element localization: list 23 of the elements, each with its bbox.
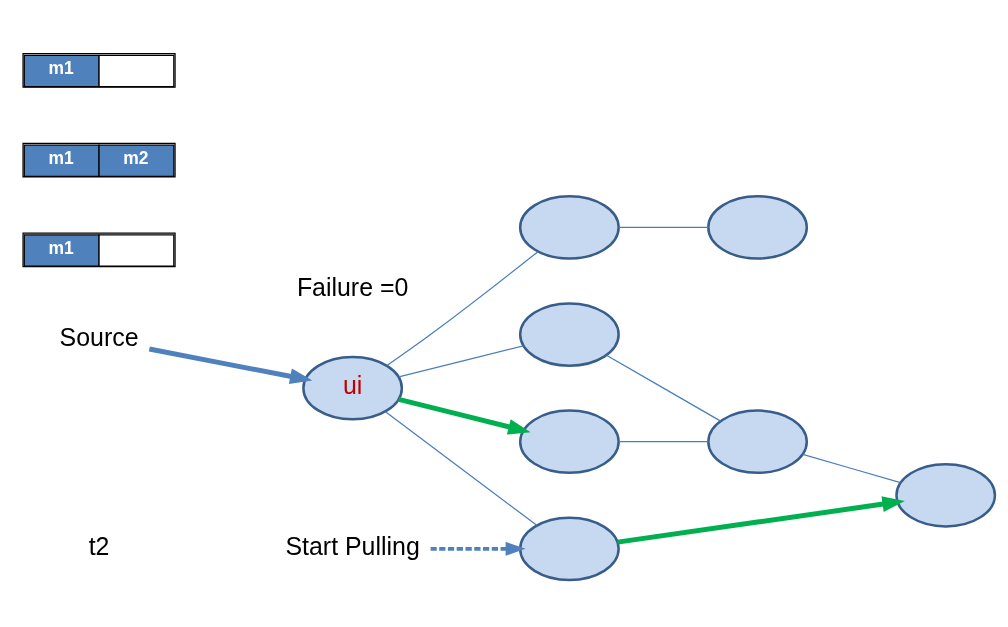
label: t2 bbox=[88, 531, 110, 560]
connector bbox=[386, 250, 539, 366]
label: Failure =0 bbox=[296, 272, 409, 301]
node-ellipse: ui bbox=[302, 355, 404, 421]
node-ellipse bbox=[518, 301, 620, 367]
connector bbox=[605, 354, 722, 422]
node-ellipse bbox=[518, 408, 620, 474]
node-ellipse bbox=[895, 462, 997, 528]
connector bbox=[618, 440, 709, 442]
connector bbox=[384, 410, 538, 526]
connector bbox=[398, 344, 524, 378]
node-text: Start Pulling bbox=[285, 531, 420, 560]
node-ellipse bbox=[518, 194, 620, 260]
arrow bbox=[398, 396, 531, 434]
node-ellipse bbox=[707, 408, 808, 474]
connector bbox=[802, 453, 902, 483]
node-ellipse bbox=[707, 194, 808, 260]
arrow bbox=[617, 495, 905, 545]
arrow bbox=[148, 346, 313, 384]
node-ellipse bbox=[518, 515, 620, 581]
connector bbox=[618, 226, 709, 228]
arrow bbox=[430, 541, 526, 556]
node-text: Source bbox=[59, 322, 139, 351]
